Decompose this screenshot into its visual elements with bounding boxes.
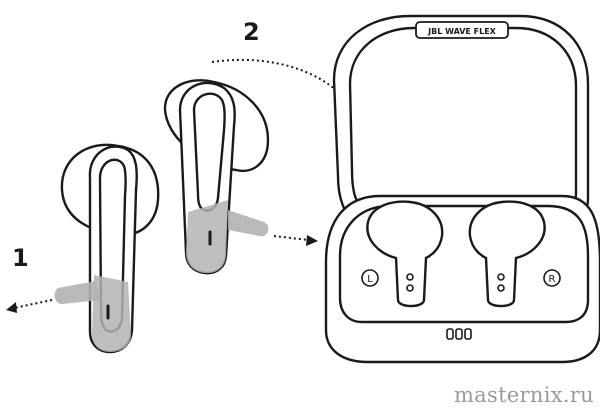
right-marker-circle [543,269,561,287]
charging-case [324,14,600,364]
case-right-marker: R [549,274,556,285]
case-lid-logo-plate [415,21,509,39]
earbud-right-stem-inner [192,92,226,212]
case-base-tray [338,204,590,324]
arrow-remove-left [6,299,53,313]
charging-pins-left [406,273,414,292]
earbud-right [163,79,270,275]
earbud-right-touch-highlight [186,200,228,274]
cavity-left [366,200,444,308]
cavity-right [468,200,546,308]
charging-pins-right [497,273,505,292]
watermark-text: masternix.ru [453,383,594,407]
arrow-insert-right [273,235,318,246]
earbud-left-touch-highlight [92,275,131,352]
earbud-left-tip-highlight [54,281,100,304]
earbud-right-tip-highlight [228,210,269,237]
case-lid-outer [332,14,590,220]
earbud-left [54,143,160,354]
left-marker-circle [361,269,379,287]
case-brand-text: JBL WAVE FLEX [427,27,497,36]
status-led-indicator [446,328,472,340]
case-left-marker: L [367,274,373,285]
step-number-1: 1 [12,244,29,272]
step-number-2: 2 [243,18,260,46]
